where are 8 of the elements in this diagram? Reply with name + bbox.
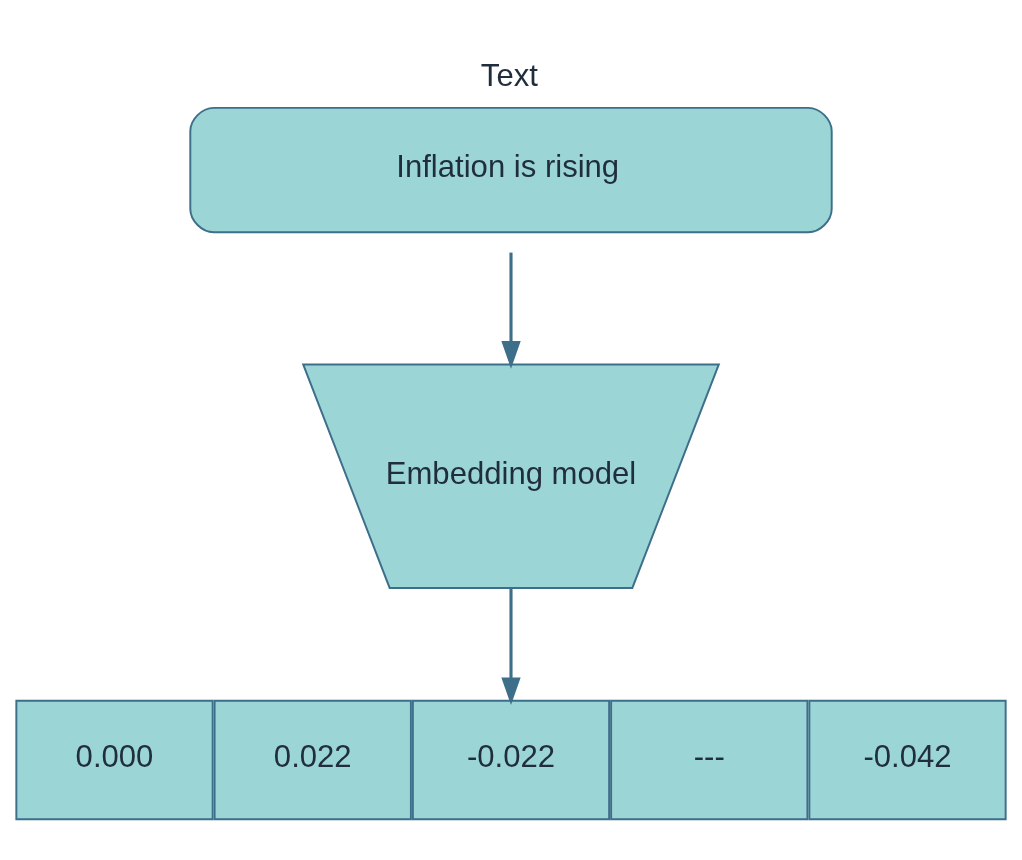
node-box: --- [610, 699, 809, 820]
arrow [501, 588, 521, 705]
arrow [501, 252, 521, 369]
node-label: Text [480, 57, 538, 93]
node-box: -0.042 [808, 699, 1007, 820]
node-box: 0.000 [15, 699, 214, 820]
node-box: -0.022 [411, 699, 611, 820]
node-box: 0.022 [213, 699, 412, 820]
